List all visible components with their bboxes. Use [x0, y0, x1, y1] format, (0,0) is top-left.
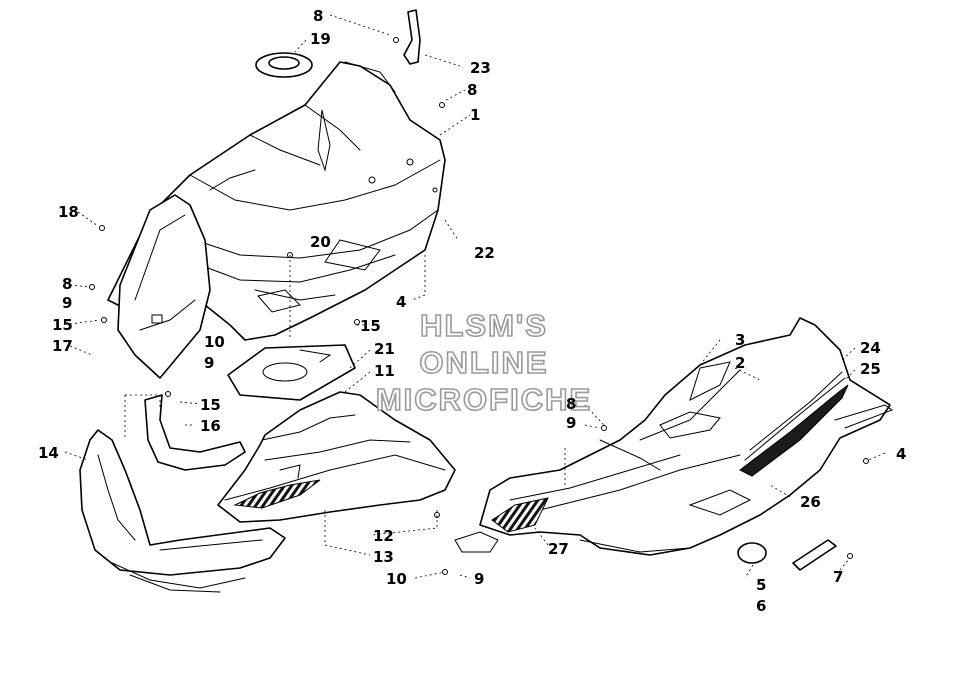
callout-6: 6	[756, 597, 766, 615]
callout-8-top: 8	[313, 7, 323, 25]
callout-23: 23	[470, 59, 491, 77]
callout-12: 12	[373, 527, 394, 545]
callout-9-right: 9	[566, 414, 576, 432]
callout-16: 16	[200, 417, 221, 435]
callout-17: 17	[52, 337, 73, 355]
callout-14: 14	[38, 444, 59, 462]
callout-27: 27	[548, 540, 569, 558]
callout-7: 7	[833, 568, 843, 586]
callout-9-left: 9	[62, 294, 72, 312]
callout-15-left: 15	[52, 316, 73, 334]
plate-21	[227, 344, 356, 401]
callout-13: 13	[373, 548, 394, 566]
callout-18: 18	[58, 203, 79, 221]
callout-4-upper: 4	[396, 293, 406, 311]
callout-9-center: 9	[204, 354, 214, 372]
side-panel-right	[454, 317, 894, 556]
callout-9-bottom: 9	[474, 570, 484, 588]
callout-24: 24	[860, 339, 881, 357]
callout-4-right: 4	[896, 445, 906, 463]
callout-26: 26	[800, 493, 821, 511]
nose-cone-14	[79, 429, 286, 593]
callout-3: 3	[735, 331, 745, 349]
callout-8-left: 8	[62, 275, 72, 293]
callout-8-upper-right: 8	[467, 81, 477, 99]
callout-1: 1	[470, 106, 480, 124]
watermark-line-2: ONLINE	[419, 345, 548, 380]
callout-22: 22	[474, 244, 495, 262]
callout-20: 20	[310, 233, 331, 251]
callout-2: 2	[735, 354, 745, 372]
callout-10-bottom: 10	[386, 570, 407, 588]
bracket-16	[144, 394, 246, 471]
callout-19: 19	[310, 30, 331, 48]
bracket-23	[403, 9, 421, 65]
watermark-line-3: MICROFICHE	[376, 382, 592, 417]
belly-pan-11	[217, 391, 456, 523]
watermark-line-1: HLSM'S	[420, 308, 548, 343]
watermark: HLSM'S ONLINE MICROFICHE	[375, 307, 592, 418]
side-panel-left	[117, 194, 211, 379]
callout-25: 25	[860, 360, 881, 378]
callout-15-center: 15	[360, 317, 381, 335]
callout-11: 11	[374, 362, 395, 380]
leader-lines	[64, 14, 886, 579]
callout-10-left: 10	[204, 333, 225, 351]
grommet-ring-19	[255, 52, 313, 78]
callout-labels: 8 19 23 8 1 18 20 22 8 9 4 15 15 10 17 9…	[38, 7, 906, 615]
callout-15-lower: 15	[200, 396, 221, 414]
strip-7	[792, 539, 837, 571]
callout-21: 21	[374, 340, 395, 358]
callout-8-right: 8	[566, 395, 576, 413]
disc-5	[737, 542, 767, 564]
callout-5: 5	[756, 576, 766, 594]
